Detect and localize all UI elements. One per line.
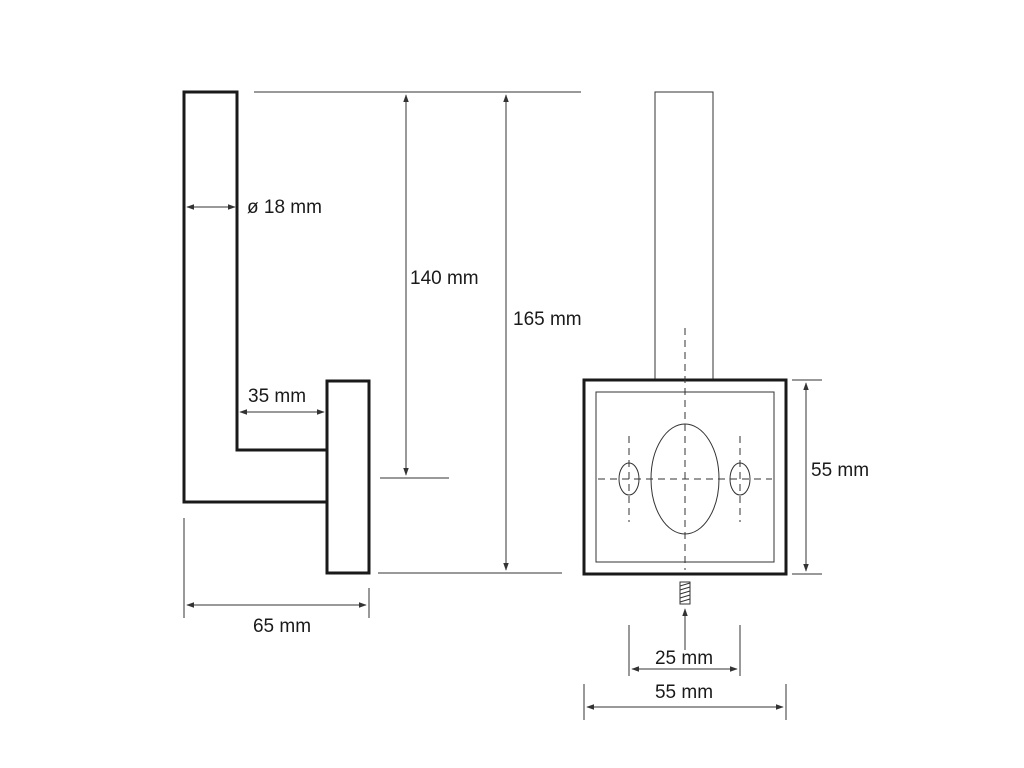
plate-height-label: 55 mm: [811, 460, 869, 481]
front-view: 55 mm 25 mm 55 mm: [582, 91, 869, 720]
tube-front: [654, 91, 714, 382]
total-depth-label: 65 mm: [253, 616, 311, 637]
arm-height-label: 140 mm: [410, 268, 479, 289]
plate-width-label: 55 mm: [655, 682, 713, 703]
tube-diameter-label: ø 18 mm: [247, 197, 322, 218]
total-height-label: 165 mm: [513, 309, 582, 330]
center-opening: [650, 423, 720, 535]
wall-plate-side: [325, 379, 371, 575]
side-view: ø 18 mm 35 mm 65 mm 140 mm 165 mm: [182, 90, 582, 637]
screw-icon: [679, 581, 691, 605]
right-screw-hole: [729, 462, 751, 496]
holder-arm-outline: [182, 90, 329, 504]
left-screw-hole: [618, 462, 640, 496]
hole-spacing-label: 25 mm: [655, 648, 713, 669]
arm-depth-label: 35 mm: [248, 386, 306, 407]
